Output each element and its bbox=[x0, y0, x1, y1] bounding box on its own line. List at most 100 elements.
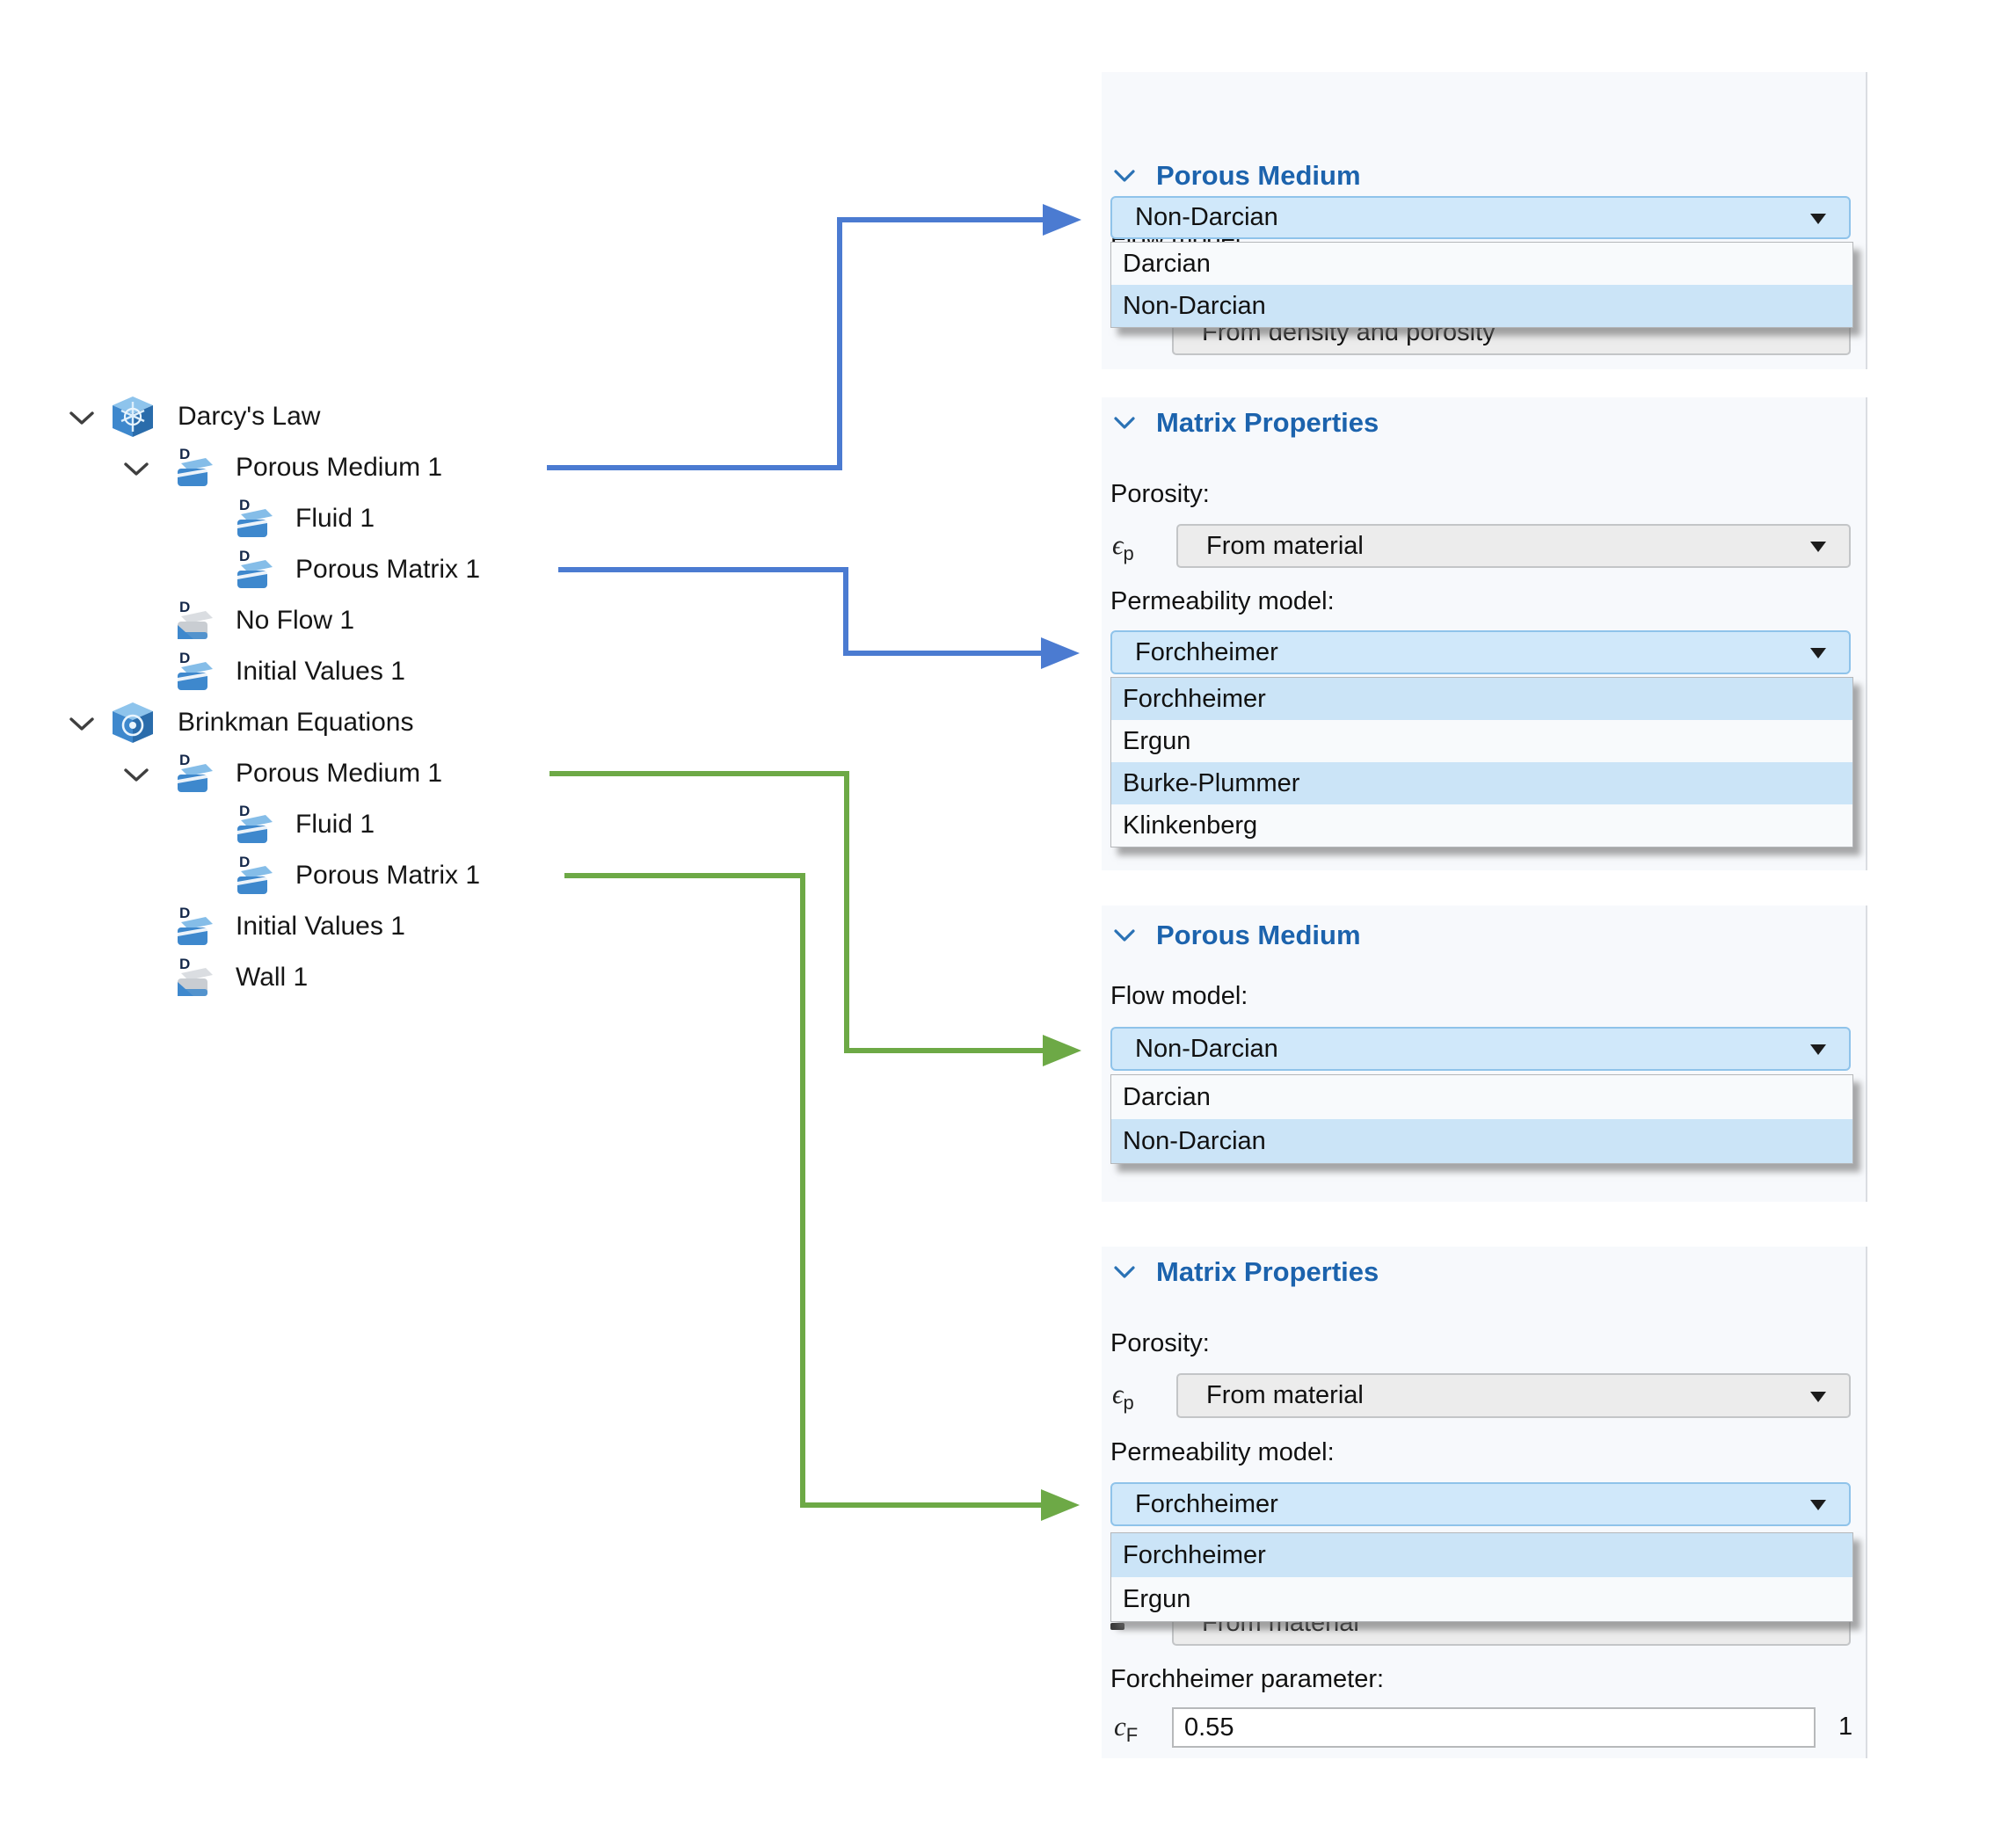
tree-item-label: Initial Values 1 bbox=[236, 657, 405, 686]
tree-item-label: Porous Matrix 1 bbox=[295, 861, 481, 890]
tree-item-label: Fluid 1 bbox=[295, 504, 375, 533]
domain-node-icon bbox=[227, 495, 274, 542]
tree-item-label: Fluid 1 bbox=[295, 810, 375, 839]
collapse-chevron-icon[interactable] bbox=[1114, 169, 1135, 183]
domain-node-icon bbox=[167, 648, 215, 695]
tree-item-wall-1[interactable]: Wall 1 bbox=[0, 952, 615, 1003]
domain-node-icon bbox=[167, 903, 215, 950]
tree-item-initial-values-1-darcy[interactable]: Initial Values 1 bbox=[0, 646, 615, 697]
domain-node-icon bbox=[227, 852, 274, 899]
dropdown-arrow-icon[interactable] bbox=[1810, 648, 1826, 658]
flow-model-combobox[interactable]: Non-Darcian bbox=[1110, 196, 1851, 239]
dropdown-option-highlighted[interactable]: Burke-Plummer bbox=[1111, 762, 1852, 804]
tree-item-label: Porous Medium 1 bbox=[236, 759, 443, 788]
permeability-model-combobox[interactable]: Forchheimer bbox=[1110, 630, 1851, 674]
section-title: Porous Medium bbox=[1156, 160, 1361, 191]
tree-item-label: Porous Matrix 1 bbox=[295, 555, 481, 584]
collapse-chevron-icon[interactable] bbox=[1114, 1265, 1135, 1279]
settings-section-matrix-properties-darcy: Matrix Properties Porosity: ϵp From mate… bbox=[1102, 397, 1867, 870]
tree-item-fluid-1-darcy[interactable]: Fluid 1 bbox=[0, 493, 615, 544]
permeability-model-label: Permeability model: bbox=[1110, 587, 1335, 615]
collapse-chevron-icon[interactable] bbox=[1114, 416, 1135, 430]
dropdown-option[interactable]: Darcian bbox=[1111, 1075, 1852, 1119]
arrowhead-icon bbox=[1043, 1035, 1081, 1066]
dropdown-option[interactable]: Klinkenberg bbox=[1111, 804, 1852, 847]
forchheimer-parameter-label: Forchheimer parameter: bbox=[1110, 1665, 1385, 1693]
forchheimer-parameter-input[interactable]: 0.55 bbox=[1172, 1707, 1816, 1748]
tree-item-porous-matrix-1-darcy[interactable]: Porous Matrix 1 bbox=[0, 544, 615, 595]
section-title: Porous Medium bbox=[1156, 920, 1361, 950]
dropdown-arrow-icon[interactable] bbox=[1810, 542, 1826, 552]
tree-item-porous-medium-1-darcy[interactable]: Porous Medium 1 bbox=[0, 442, 615, 493]
forchheimer-parameter-symbol: cF bbox=[1114, 1711, 1139, 1747]
dropdown-option-highlighted[interactable]: Forchheimer bbox=[1111, 1533, 1852, 1577]
domain-node-icon bbox=[167, 750, 215, 797]
porosity-label: Porosity: bbox=[1110, 1329, 1210, 1357]
porosity-symbol: ϵp bbox=[1112, 1378, 1134, 1415]
flow-model-combobox[interactable]: Non-Darcian bbox=[1110, 1027, 1851, 1071]
porosity-combobox[interactable]: From material bbox=[1176, 1373, 1851, 1418]
section-title: Matrix Properties bbox=[1156, 1256, 1379, 1287]
tree-item-initial-values-1-brinkman[interactable]: Initial Values 1 bbox=[0, 901, 615, 952]
combobox-value: From material bbox=[1206, 1381, 1364, 1409]
dropdown-arrow-icon[interactable] bbox=[1810, 213, 1826, 224]
expand-chevron-icon[interactable] bbox=[69, 410, 95, 426]
permeability-dropdown-list: Forchheimer Ergun Burke-Plummer Klinkenb… bbox=[1110, 677, 1853, 847]
section-header[interactable]: Porous Medium bbox=[1102, 920, 1866, 951]
domain-node-icon bbox=[227, 801, 274, 848]
combobox-value: Forchheimer bbox=[1135, 637, 1278, 666]
parameter-unit: 1 bbox=[1838, 1713, 1853, 1741]
combobox-value: Non-Darcian bbox=[1135, 1034, 1278, 1063]
tree-item-label: Initial Values 1 bbox=[236, 912, 405, 941]
arrowhead-icon bbox=[1043, 204, 1081, 236]
dropdown-option[interactable]: Ergun bbox=[1111, 720, 1852, 762]
arrow-blue-porous-medium bbox=[547, 217, 1043, 470]
porosity-label: Porosity: bbox=[1110, 480, 1210, 508]
obscured-symbol-fragment bbox=[1110, 1623, 1124, 1630]
tree-item-porous-medium-1-brinkman[interactable]: Porous Medium 1 bbox=[0, 748, 615, 799]
expand-chevron-icon[interactable] bbox=[123, 767, 149, 782]
tree-item-label: Wall 1 bbox=[236, 963, 309, 992]
section-header[interactable]: Matrix Properties bbox=[1102, 1256, 1866, 1288]
tree-item-label: Darcy's Law bbox=[178, 402, 321, 431]
dropdown-option-highlighted[interactable]: Non-Darcian bbox=[1111, 1119, 1852, 1163]
arrow-blue-porous-matrix bbox=[558, 567, 1041, 656]
domain-node-icon bbox=[167, 444, 215, 491]
settings-section-matrix-properties-brinkman: Matrix Properties Porosity: ϵp From mate… bbox=[1102, 1247, 1867, 1758]
tree-item-label: No Flow 1 bbox=[236, 606, 355, 635]
permeability-model-label: Permeability model: bbox=[1110, 1438, 1335, 1466]
dropdown-option-highlighted[interactable]: Non-Darcian bbox=[1111, 285, 1852, 327]
tree-item-brinkman-equations[interactable]: Brinkman Equations bbox=[0, 697, 615, 748]
section-header[interactable]: Porous Medium bbox=[1102, 160, 1866, 192]
arrowhead-icon bbox=[1041, 1489, 1080, 1521]
flow-model-dropdown-list: Darcian Non-Darcian bbox=[1110, 1074, 1853, 1164]
dropdown-option[interactable]: Ergun bbox=[1111, 1577, 1852, 1621]
tree-item-fluid-1-brinkman[interactable]: Fluid 1 bbox=[0, 799, 615, 850]
dropdown-arrow-icon[interactable] bbox=[1810, 1044, 1826, 1055]
input-value: 0.55 bbox=[1184, 1713, 1234, 1742]
dropdown-option[interactable]: Darcian bbox=[1111, 243, 1852, 285]
expand-chevron-icon[interactable] bbox=[123, 461, 149, 476]
combobox-value: Non-Darcian bbox=[1135, 203, 1278, 231]
section-title: Matrix Properties bbox=[1156, 407, 1379, 438]
dropdown-option-highlighted[interactable]: Forchheimer bbox=[1111, 678, 1852, 720]
flow-model-dropdown-list: Darcian Non-Darcian bbox=[1110, 242, 1853, 328]
porosity-combobox[interactable]: From material bbox=[1176, 524, 1851, 568]
dropdown-arrow-icon[interactable] bbox=[1810, 1500, 1826, 1510]
boundary-node-icon bbox=[167, 954, 215, 1001]
settings-section-porous-medium-brinkman: Porous Medium Flow model: Non-Darcian Da… bbox=[1102, 906, 1867, 1202]
tree-item-porous-matrix-1-brinkman[interactable]: Porous Matrix 1 bbox=[0, 850, 615, 901]
collapse-chevron-icon[interactable] bbox=[1114, 928, 1135, 942]
boundary-node-icon bbox=[167, 597, 215, 644]
expand-chevron-icon[interactable] bbox=[69, 716, 95, 731]
dropdown-arrow-icon[interactable] bbox=[1810, 1391, 1826, 1402]
tree-item-darcys-law[interactable]: Darcy's Law bbox=[0, 391, 615, 442]
combobox-value: Forchheimer bbox=[1135, 1489, 1278, 1518]
permeability-model-combobox[interactable]: Forchheimer bbox=[1110, 1482, 1851, 1526]
section-header[interactable]: Matrix Properties bbox=[1102, 407, 1866, 439]
arrowhead-icon bbox=[1041, 637, 1080, 669]
porosity-symbol: ϵp bbox=[1112, 529, 1134, 565]
tree-item-no-flow-1[interactable]: No Flow 1 bbox=[0, 595, 615, 646]
arrow-green-porous-matrix bbox=[564, 873, 1041, 1508]
